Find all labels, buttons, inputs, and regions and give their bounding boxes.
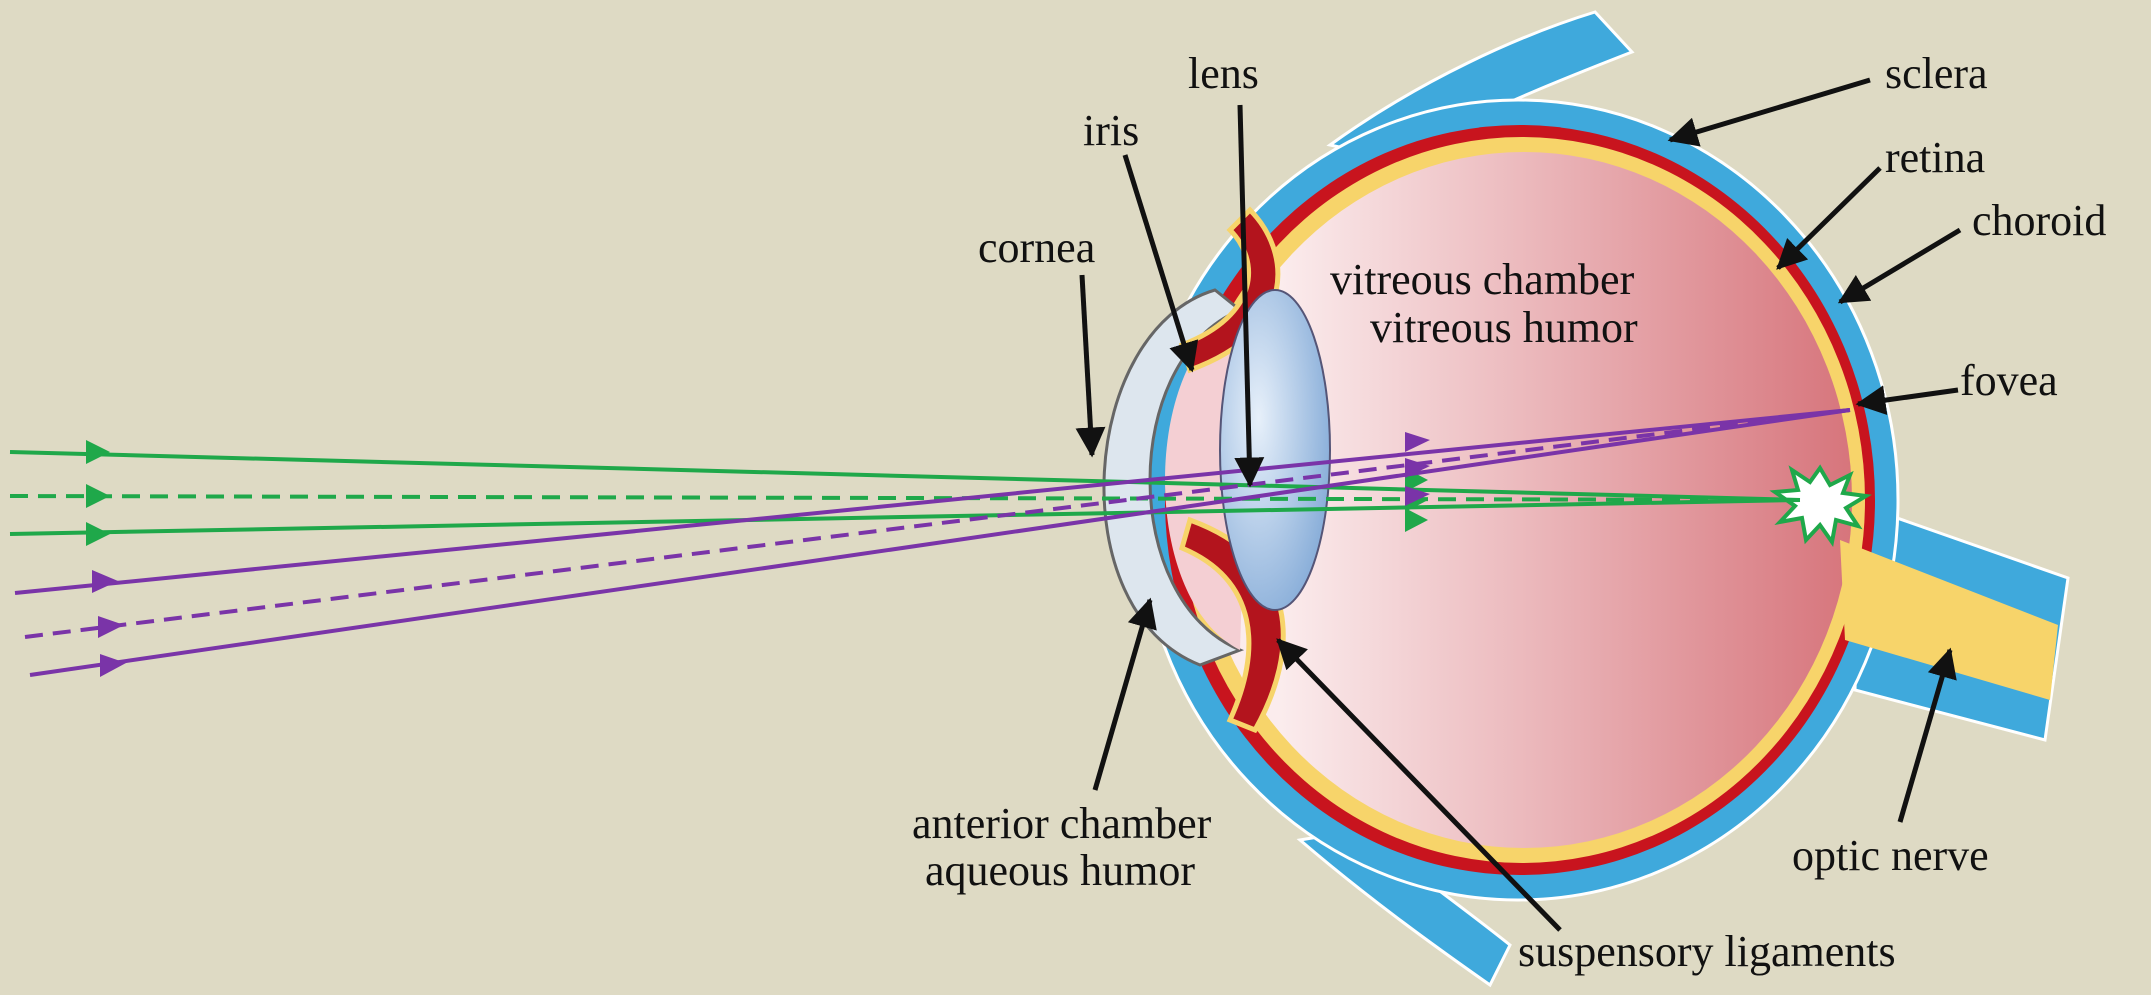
label-vitreous-chamber: vitreous chamber [1330, 255, 1635, 304]
label-aqueous-humor: aqueous humor [925, 846, 1195, 895]
label-vitreous-humor: vitreous humor [1370, 303, 1638, 352]
label-iris: iris [1083, 106, 1139, 155]
label-cornea: cornea [978, 223, 1095, 272]
green-arrowhead-top-1 [86, 440, 110, 464]
label-sclera: sclera [1885, 49, 1988, 98]
purple-arrowhead-top-1 [92, 570, 118, 593]
label-lens: lens [1188, 49, 1259, 98]
sclera-pointer [1670, 80, 1870, 140]
label-retina: retina [1885, 133, 1985, 182]
lens-shape [1220, 290, 1330, 610]
anterior-chamber-pointer [1095, 600, 1150, 790]
retina-pointer [1778, 168, 1880, 268]
green-arrowhead-bottom-1 [86, 522, 110, 546]
label-choroid: choroid [1972, 196, 2106, 245]
label-anterior-chamber: anterior chamber [912, 799, 1212, 848]
label-suspensory-ligaments: suspensory ligaments [1518, 927, 1896, 976]
label-optic-nerve: optic nerve [1792, 831, 1989, 880]
cornea-pointer [1082, 275, 1092, 455]
purple-arrowhead-bottom-1 [100, 654, 126, 677]
green-arrowhead-middle-1 [86, 484, 110, 508]
label-fovea: fovea [1960, 356, 2058, 405]
choroid-pointer [1840, 230, 1960, 302]
